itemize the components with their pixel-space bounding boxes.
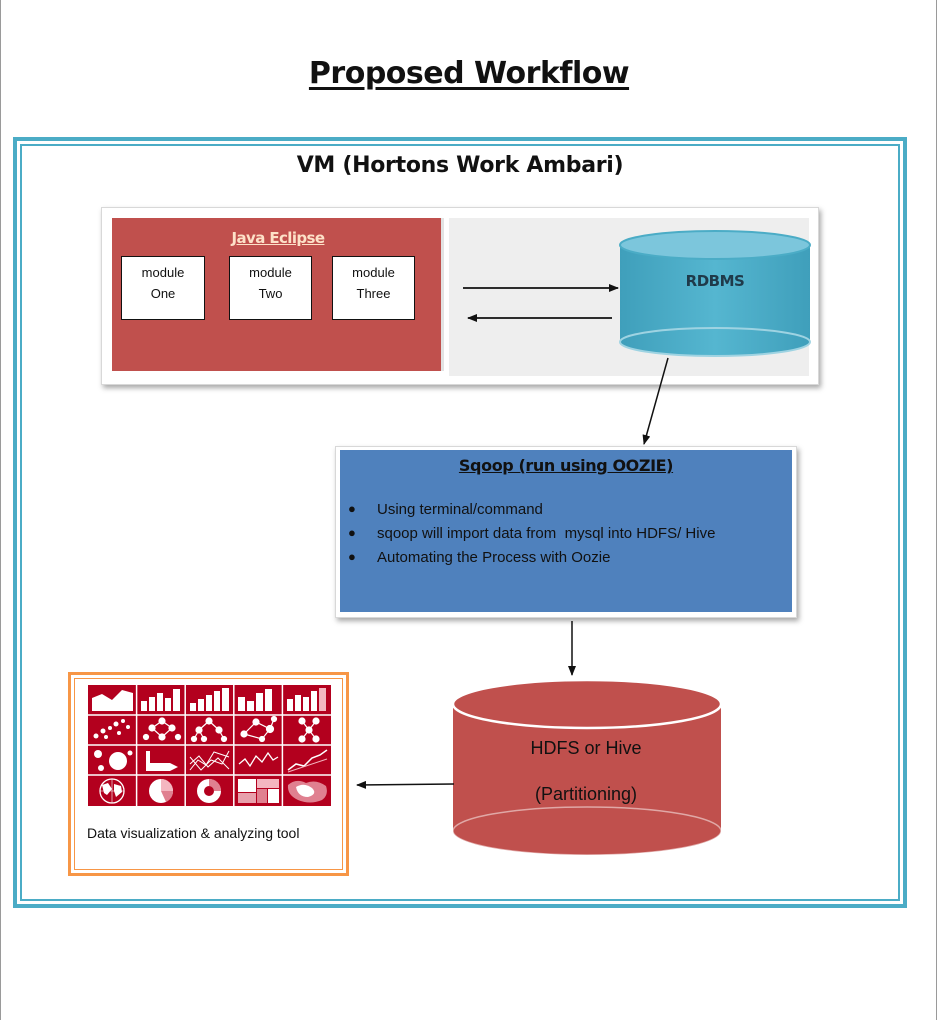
hdfs-label: HDFS or Hive xyxy=(530,738,642,758)
bullet-icon: ● xyxy=(348,525,356,540)
flow-chart-icon xyxy=(146,751,178,771)
area-chart-icon xyxy=(92,690,133,711)
page-left-border xyxy=(0,0,1,1020)
heatmap-icon xyxy=(287,780,327,803)
network-icon xyxy=(142,717,182,741)
sqoop-bullet-item: ● Automating the Process with Oozie xyxy=(348,549,610,566)
tree-diagram-icon xyxy=(190,717,228,743)
hierarchy-icon xyxy=(298,717,320,743)
histogram-icon xyxy=(238,689,272,711)
visualization-icons-grid xyxy=(88,685,331,806)
module-one-box: module One xyxy=(121,256,205,320)
sqoop-title: Sqoop (run using OOZIE) xyxy=(458,456,674,475)
bullet-icon: ● xyxy=(348,549,356,564)
treemap-icon xyxy=(238,779,279,803)
world-map-icon xyxy=(99,778,125,804)
arrow-hdfs-to-visualization xyxy=(356,780,455,789)
sqoop-bullet-text: sqoop will import data from mysql into H… xyxy=(377,525,716,542)
stacked-bar-icon xyxy=(287,688,326,711)
module-one-label: module xyxy=(141,265,185,280)
bullet-icon: ● xyxy=(348,501,356,516)
rdbms-cylinder-icon xyxy=(619,230,811,357)
donut-chart-icon xyxy=(197,779,221,803)
bar-chart-icon xyxy=(141,689,180,711)
trend-chart-icon xyxy=(287,749,328,773)
sqoop-bullet-item: ● Using terminal/command xyxy=(348,501,543,518)
sqoop-box xyxy=(340,450,792,612)
java-eclipse-title: Java Eclipse xyxy=(231,229,325,247)
page-title: Proposed Workflow xyxy=(308,56,630,91)
module-two-box: module Two xyxy=(229,256,312,320)
link-graph-icon xyxy=(240,715,278,743)
module-three-label: module xyxy=(352,265,395,280)
sqoop-bullet-text: Using terminal/command xyxy=(377,501,543,518)
hdfs-cylinder-icon xyxy=(451,678,723,856)
module-three-name: Three xyxy=(356,286,391,301)
column-chart-icon xyxy=(190,688,229,711)
multi-line-icon xyxy=(189,750,230,771)
line-chart-icon xyxy=(238,751,279,768)
bubble-chart-icon xyxy=(94,750,133,771)
page-right-border xyxy=(936,0,937,1020)
module-two-name: Two xyxy=(258,286,283,301)
rdbms-label: RDBMS xyxy=(685,272,745,290)
module-three-box: module Three xyxy=(332,256,415,320)
visualization-label: Data visualization & analyzing tool xyxy=(87,825,300,841)
scatter-icon xyxy=(93,719,130,739)
partitioning-label: (Partitioning) xyxy=(534,784,638,804)
arrow-rdbms-to-sqoop xyxy=(642,357,669,445)
pie-chart-icon xyxy=(149,779,174,803)
vm-title: VM (Hortons Work Ambari) xyxy=(296,153,624,178)
sqoop-bullet-text: Automating the Process with Oozie xyxy=(377,549,611,566)
module-two-label: module xyxy=(249,265,292,280)
sqoop-bullet-item: ● sqoop will import data from mysql into … xyxy=(348,525,715,542)
module-one-name: One xyxy=(150,286,176,301)
